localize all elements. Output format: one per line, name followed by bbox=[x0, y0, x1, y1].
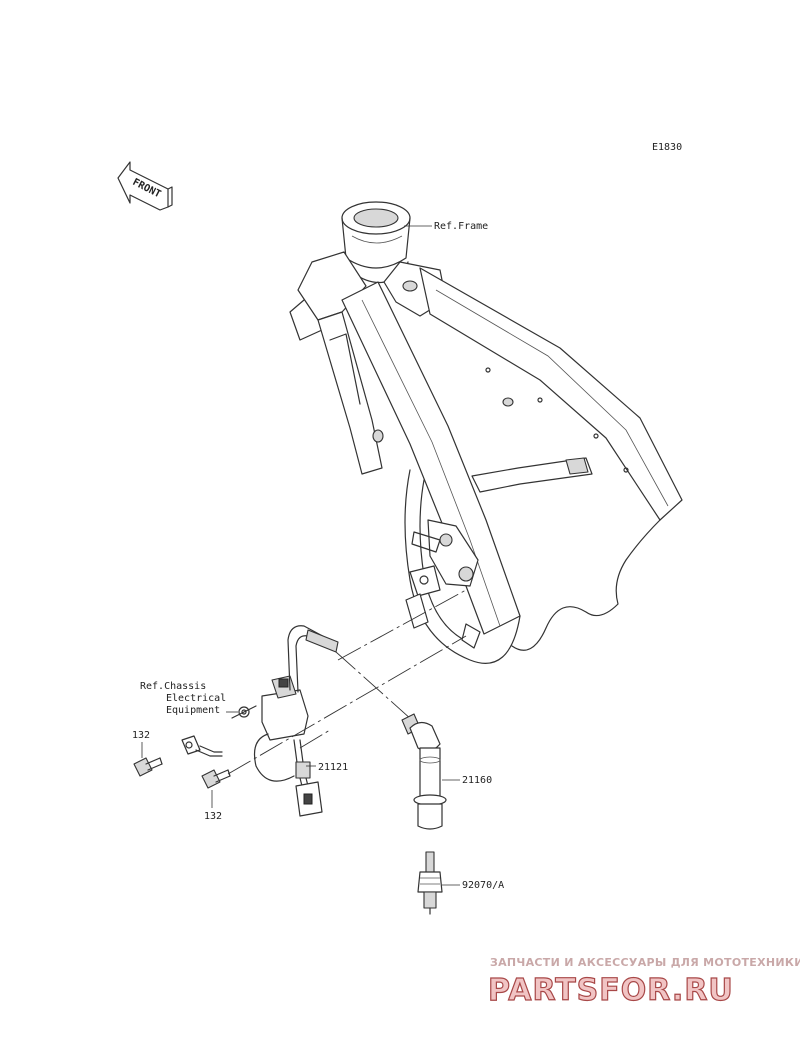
label-ref-chassis-2: Electrical bbox=[166, 693, 226, 704]
label-21121: 21121 bbox=[318, 762, 348, 773]
assembly-line-3 bbox=[335, 651, 413, 721]
spark-plug-cap bbox=[401, 713, 447, 830]
label-ref-frame: Ref.Frame bbox=[434, 221, 488, 232]
label-132-left: 132 bbox=[132, 730, 150, 741]
watermark-logo: PARTSFOR.RU bbox=[488, 973, 734, 1008]
assembly-line-1 bbox=[337, 589, 467, 661]
label-92070: 92070/A bbox=[462, 880, 504, 891]
bolt-132-left bbox=[133, 757, 163, 777]
label-21160: 21160 bbox=[462, 775, 492, 786]
label-ref-chassis-3: Equipment bbox=[166, 705, 220, 716]
diagram-code: E1830 bbox=[652, 142, 682, 153]
bolt-132-right bbox=[201, 769, 231, 789]
spark-plug bbox=[417, 851, 443, 915]
label-ref-chassis-1: Ref.Chassis bbox=[140, 681, 206, 692]
assembly-line-2 bbox=[227, 635, 467, 775]
assembly-line-4 bbox=[299, 729, 331, 749]
watermark-tagline: ЗАПЧАСТИ И АКСЕССУАРЫ ДЛЯ МОТОТЕХНИКИ bbox=[490, 956, 800, 969]
label-132-right: 132 bbox=[204, 811, 222, 822]
ignition-coil bbox=[181, 625, 339, 817]
frame bbox=[289, 201, 683, 664]
front-arrow-icon: FRONT bbox=[117, 161, 173, 211]
